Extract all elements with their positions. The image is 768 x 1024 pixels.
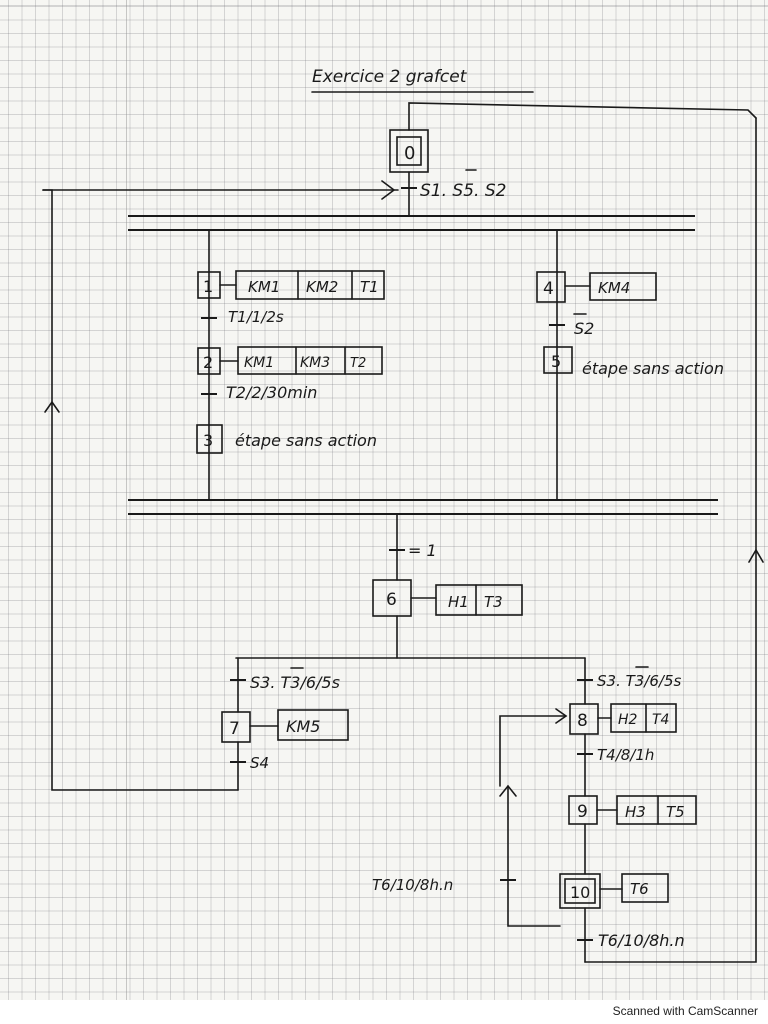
right-return-loop [584, 117, 757, 963]
step-10-number: 10 [570, 883, 590, 902]
step-6-number: 6 [386, 590, 397, 610]
action-h3: H3 [625, 803, 646, 821]
transition-6-7-label: S3. T3/6/5s [250, 673, 340, 692]
step-6-actions-box [435, 584, 523, 616]
step-8-actions-box [610, 703, 677, 733]
step-4-box [536, 271, 566, 303]
left-return-loop [42, 189, 239, 791]
transition-1-label: T1/1/2s [228, 308, 284, 326]
action-t5: T5 [666, 803, 685, 821]
action-km3: KM3 [300, 355, 330, 371]
transition-merge-label: = 1 [408, 541, 437, 560]
step-5-number: 5 [551, 352, 561, 371]
transition-4-label: S2 [574, 319, 594, 338]
action-t2: T2 [350, 356, 366, 371]
transition-2-label: T2/2/30min [226, 383, 317, 402]
transition-7-label: S4 [250, 754, 269, 772]
action-km4: KM4 [598, 279, 630, 297]
loop-entry-arrow [555, 708, 568, 724]
left-return-arrow [44, 400, 60, 413]
action-km5: KM5 [286, 717, 320, 736]
footer-bar: Scanned with CamScanner [0, 1000, 768, 1024]
step-10-actions-box [621, 873, 669, 903]
step-4-actions-box [589, 272, 657, 301]
step-5-label: étape sans action [582, 359, 724, 378]
step-3-box [196, 424, 223, 454]
left-loop-arrow [381, 180, 396, 200]
action-km2: KM2 [306, 278, 338, 296]
action-t4: T4 [652, 712, 669, 728]
return-line-top [408, 102, 757, 131]
transition-6-8-label: S3. T3/6/5s [597, 672, 682, 690]
exit-transition-label: T6/10/8h.n [598, 931, 685, 950]
step-7-box [221, 711, 251, 743]
margin-line [126, 0, 127, 1000]
loop-10-to-8-upper [499, 715, 567, 787]
initial-step-inner [396, 136, 422, 166]
step-8-box [569, 703, 599, 735]
action-h2: H2 [618, 712, 638, 728]
step-9-number: 9 [577, 802, 588, 822]
step-1-actions-box [235, 270, 385, 300]
step-7-number: 7 [229, 719, 240, 739]
step-0-number: 0 [404, 143, 415, 164]
loop-up-arrow [499, 784, 517, 797]
step-10-inner [564, 878, 596, 904]
action-t1: T1 [360, 278, 379, 296]
loop-transition-label: T6/10/8h.n [372, 876, 453, 894]
action-t3: T3 [484, 593, 503, 611]
step-2-actions-box [237, 346, 383, 375]
step-4-number: 4 [543, 279, 554, 299]
step-2-number: 2 [203, 353, 213, 372]
transition-8-label: T4/8/1h [597, 746, 654, 764]
action-km1-a: KM1 [248, 278, 280, 296]
step-9-actions-box [616, 795, 697, 825]
diagram-title: Exercice 2 grafcet [312, 67, 468, 87]
step-7-actions-box [277, 709, 349, 741]
step-3-label: étape sans action [235, 431, 377, 450]
action-t6: T6 [630, 880, 649, 898]
footer-text: Scanned with CamScanner [612, 1004, 758, 1018]
step-5-box [543, 346, 573, 374]
transition-0-label: S1. S5. S2 [420, 181, 506, 201]
action-h1: H1 [448, 593, 469, 611]
loop-10-to-8-lower [507, 785, 561, 927]
step-1-number: 1 [203, 277, 213, 296]
action-km1-b: KM1 [244, 355, 274, 371]
step-8-number: 8 [577, 711, 588, 731]
grafcet-diagram: Exercice 2 grafcet 0 S1. S5. S2 1 KM1 KM… [42, 67, 764, 963]
right-return-arrow [748, 548, 764, 563]
step-10-outer [559, 873, 601, 909]
step-3-number: 3 [203, 431, 213, 450]
